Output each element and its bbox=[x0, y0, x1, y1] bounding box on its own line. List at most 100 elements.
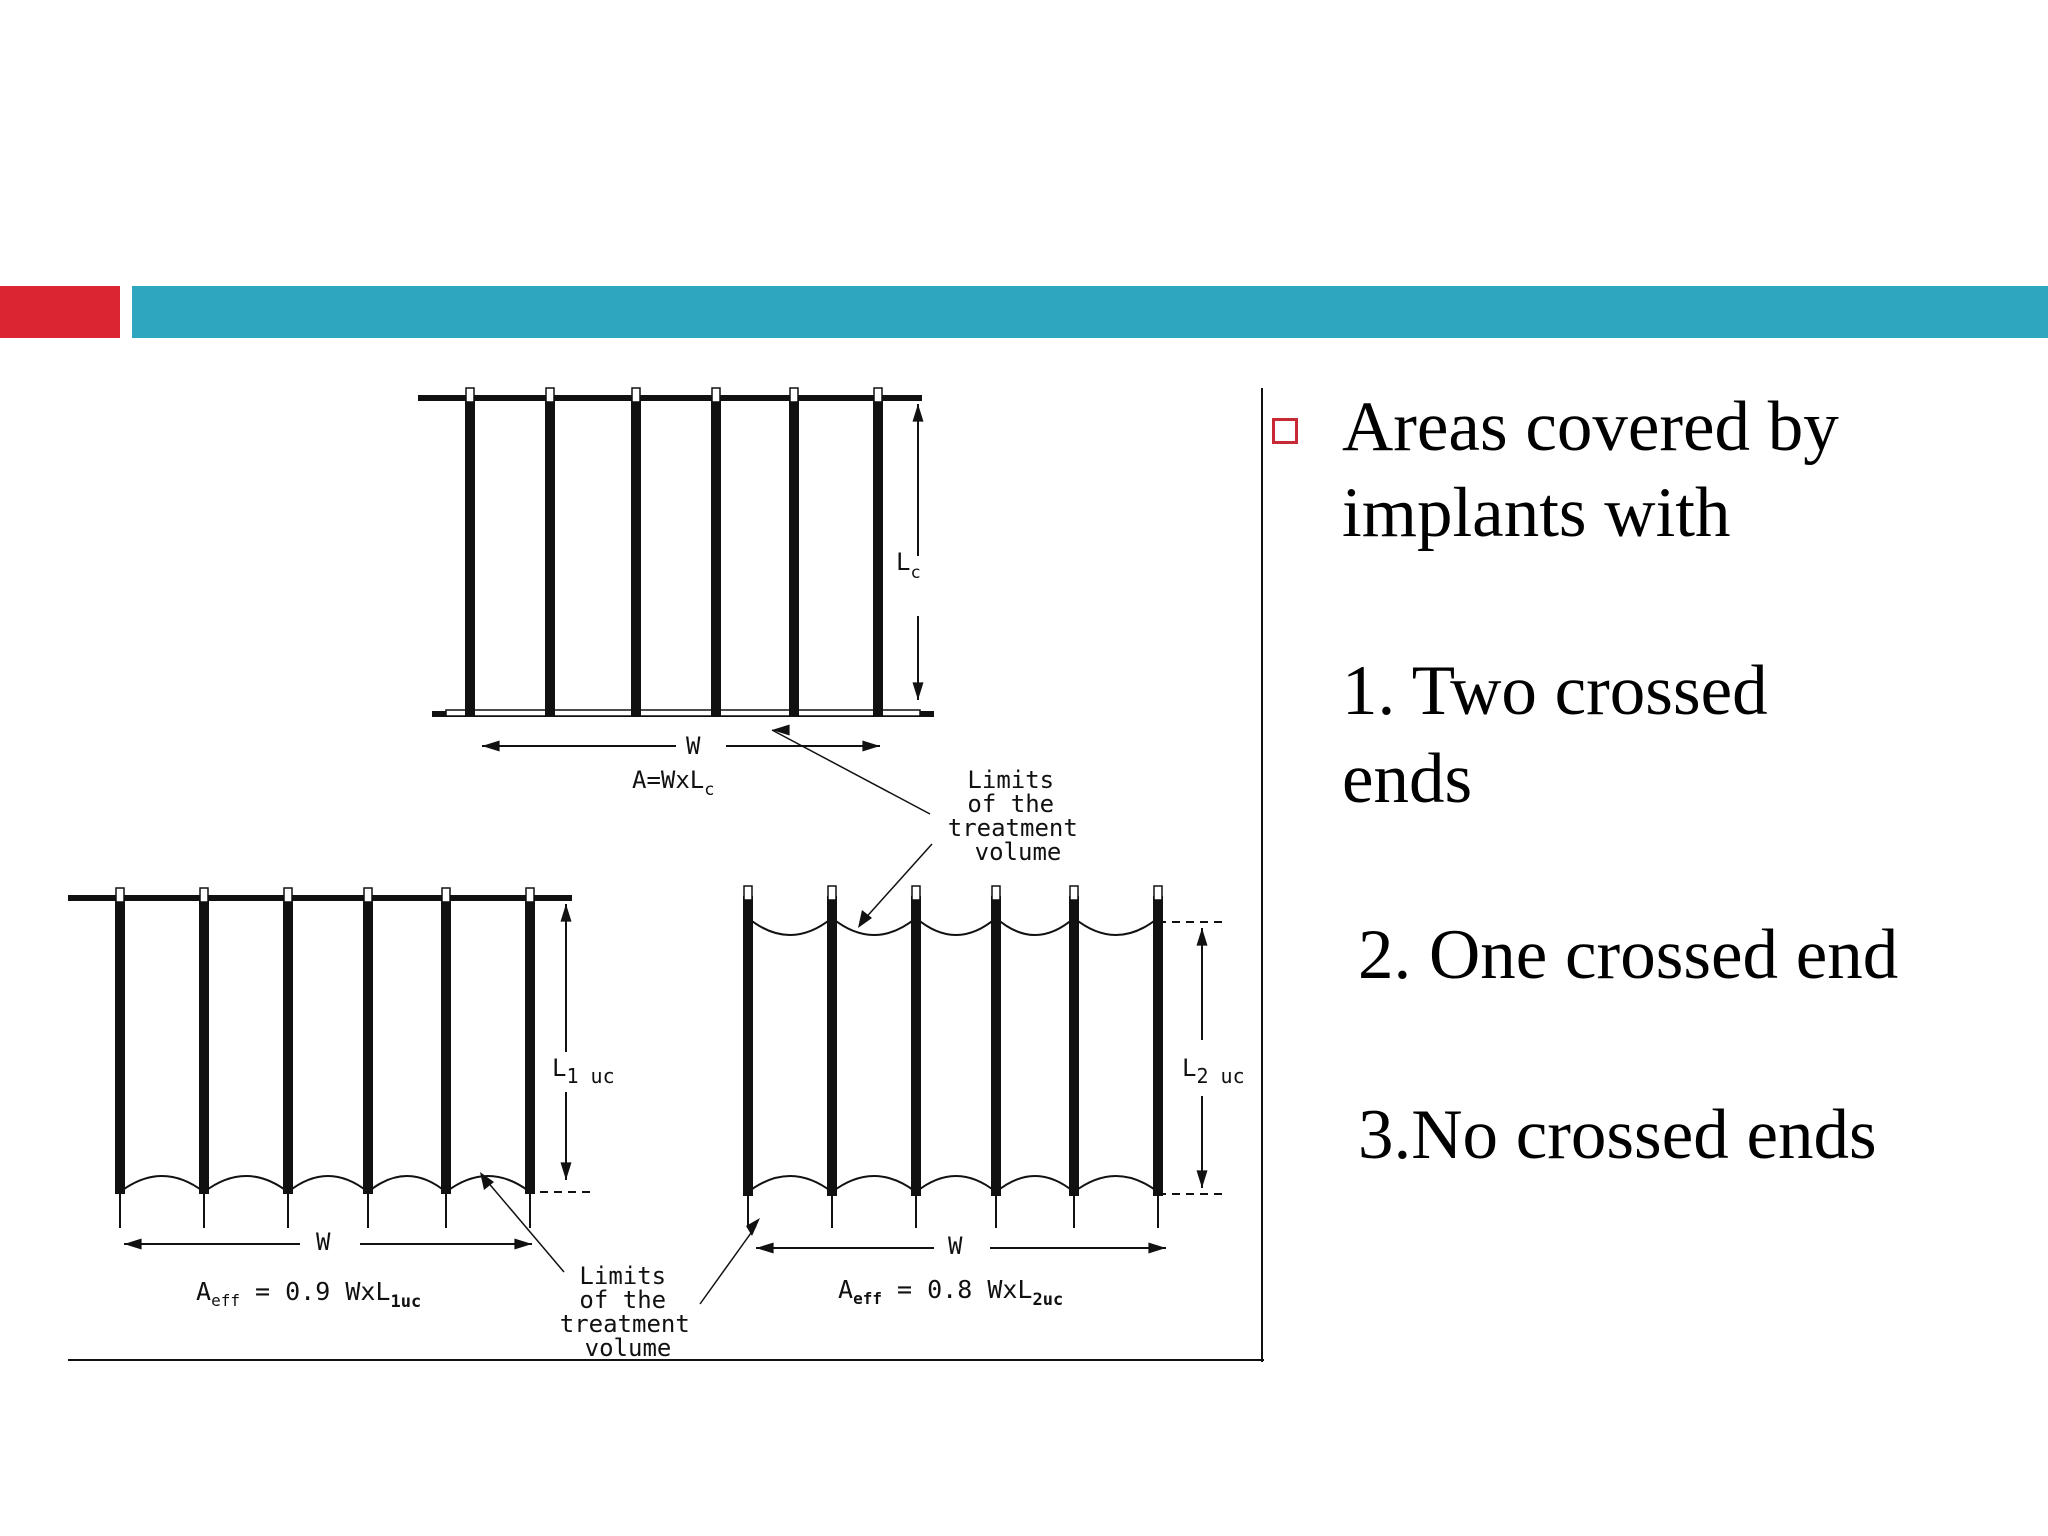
right-needle-3 bbox=[911, 896, 921, 1196]
right-bottom-limit-arc-3 bbox=[915, 1175, 997, 1193]
right-needle-2 bbox=[827, 896, 837, 1196]
top-width-arrow-left bbox=[482, 740, 500, 752]
implant-no-crossed-ends bbox=[743, 885, 1260, 1260]
limits-top-arrowhead-2 bbox=[858, 910, 872, 928]
right-length-arrow-up bbox=[1196, 928, 1208, 946]
left-needle-1 bbox=[115, 898, 125, 1194]
left-width-arrow-right bbox=[514, 1238, 532, 1250]
left-length-arrow-up bbox=[560, 904, 572, 922]
header-accent-red bbox=[0, 286, 120, 338]
right-bottom-limit-arc-5 bbox=[1073, 1175, 1159, 1193]
top-needle-6 bbox=[873, 398, 883, 716]
right-length-gap bbox=[1180, 1040, 1260, 1096]
left-length-arrow-down bbox=[560, 1162, 572, 1180]
left-needle-5-cap bbox=[441, 887, 451, 903]
limits-top-arrowhead-1 bbox=[772, 724, 790, 736]
left-dose-limit-arc-4 bbox=[367, 1175, 447, 1193]
annotations bbox=[480, 724, 933, 1305]
right-length-label: L2 uc bbox=[1182, 1054, 1245, 1088]
header-accent-teal bbox=[132, 286, 2048, 338]
right-width-arrow-right bbox=[1148, 1242, 1166, 1254]
right-needle-1 bbox=[743, 896, 753, 1196]
left-needle-4-cap bbox=[363, 887, 373, 903]
left-dose-limit-arc-3 bbox=[287, 1175, 369, 1193]
top-length-gap bbox=[896, 556, 940, 616]
right-needle-5-cap bbox=[1069, 885, 1079, 901]
left-width-arrow-left bbox=[124, 1238, 142, 1250]
left-length-label: L1 uc bbox=[552, 1054, 615, 1088]
top-needle-1-cap bbox=[465, 387, 475, 403]
bullet-text-line-2: implants with bbox=[1342, 474, 1731, 552]
limits-label-top: Limits of the treatment volume bbox=[948, 766, 1093, 866]
right-width-gap bbox=[934, 1232, 990, 1260]
top-width-arrow-right bbox=[862, 740, 880, 752]
list-item-3: 3.No crossed ends bbox=[1358, 1096, 1877, 1174]
right-needle-6-cap bbox=[1153, 885, 1163, 901]
top-bottom-bar-outline bbox=[445, 709, 921, 717]
left-dose-limit-arc-2 bbox=[203, 1175, 289, 1193]
top-area-formula: A=WxLc bbox=[632, 766, 715, 800]
left-needle-2-cap bbox=[199, 887, 209, 903]
limits-bottom-leader-2 bbox=[699, 1225, 757, 1305]
left-width-label: W bbox=[316, 1228, 331, 1256]
left-needle-5 bbox=[441, 898, 451, 1194]
implant-two-crossed-ends bbox=[418, 387, 940, 760]
left-width-gap bbox=[300, 1228, 360, 1256]
limits-label-bottom: Limits of the treatment volume bbox=[560, 1262, 705, 1362]
list-item-1-line-1: 1. Two crossed bbox=[1342, 652, 1768, 730]
left-needle-1-cap bbox=[115, 887, 125, 903]
top-length-arrow-up bbox=[912, 404, 924, 422]
right-top-limit-arc-1 bbox=[747, 917, 833, 936]
right-area-formula: Aeff = 0.8 WxL2uc bbox=[838, 1275, 1063, 1310]
right-top-limit-arc-5 bbox=[1073, 917, 1159, 936]
left-area-formula: Aeff = 0.9 WxL1uc bbox=[196, 1277, 421, 1312]
top-needle-3-cap bbox=[631, 387, 641, 403]
top-needle-6-cap bbox=[873, 387, 883, 403]
top-width-label: W bbox=[686, 732, 701, 760]
right-needle-4-cap bbox=[991, 885, 1001, 901]
top-needle-2-cap bbox=[545, 387, 555, 403]
left-needle-4 bbox=[363, 898, 373, 1194]
right-needle-5 bbox=[1069, 896, 1079, 1196]
limits-top-leader-1 bbox=[771, 729, 931, 815]
left-dose-limit-arc-1 bbox=[119, 1175, 205, 1193]
bullet-square-icon bbox=[1272, 418, 1298, 444]
right-bottom-limit-arc-1 bbox=[747, 1175, 833, 1193]
right-bottom-limit-arc-2 bbox=[831, 1175, 917, 1193]
top-needle-5 bbox=[789, 398, 799, 716]
implant-one-crossed-end bbox=[68, 887, 634, 1256]
right-length-arrow-down bbox=[1196, 1170, 1208, 1188]
top-needle-4 bbox=[711, 398, 721, 716]
right-top-limit-arc-3 bbox=[915, 917, 997, 936]
right-top-limit-arc-4 bbox=[995, 917, 1075, 936]
top-needle-4-cap bbox=[711, 387, 721, 403]
top-needle-2 bbox=[545, 398, 555, 716]
list-item-2: 2. One crossed end bbox=[1358, 916, 1899, 994]
top-length-arrow-down bbox=[912, 682, 924, 700]
left-needle-2 bbox=[199, 898, 209, 1194]
bullet-text-line-1: Areas covered by bbox=[1342, 388, 1839, 466]
right-top-limit-arc-2 bbox=[831, 917, 917, 936]
left-needle-3 bbox=[283, 898, 293, 1194]
figure-frame bbox=[68, 388, 1264, 1362]
top-needle-5-cap bbox=[789, 387, 799, 403]
right-bottom-limit-arc-4 bbox=[995, 1175, 1075, 1193]
limits-top-leader-2 bbox=[861, 843, 933, 923]
right-width-label: W bbox=[948, 1232, 963, 1260]
list-item-1-line-2: ends bbox=[1342, 740, 1473, 818]
right-needle-1-cap bbox=[743, 885, 753, 901]
top-needle-1 bbox=[465, 398, 475, 716]
left-needle-6-cap bbox=[525, 887, 535, 903]
left-dose-limit-arc-5 bbox=[445, 1175, 531, 1193]
right-needle-6 bbox=[1153, 896, 1163, 1196]
right-needle-4 bbox=[991, 896, 1001, 1196]
top-length-label: Lc bbox=[896, 548, 921, 583]
top-width-gap bbox=[676, 732, 726, 760]
left-length-gap bbox=[548, 1052, 634, 1092]
left-needle-3-cap bbox=[283, 887, 293, 903]
right-width-arrow-left bbox=[756, 1242, 774, 1254]
left-needle-6 bbox=[525, 898, 535, 1194]
right-needle-2-cap bbox=[827, 885, 837, 901]
